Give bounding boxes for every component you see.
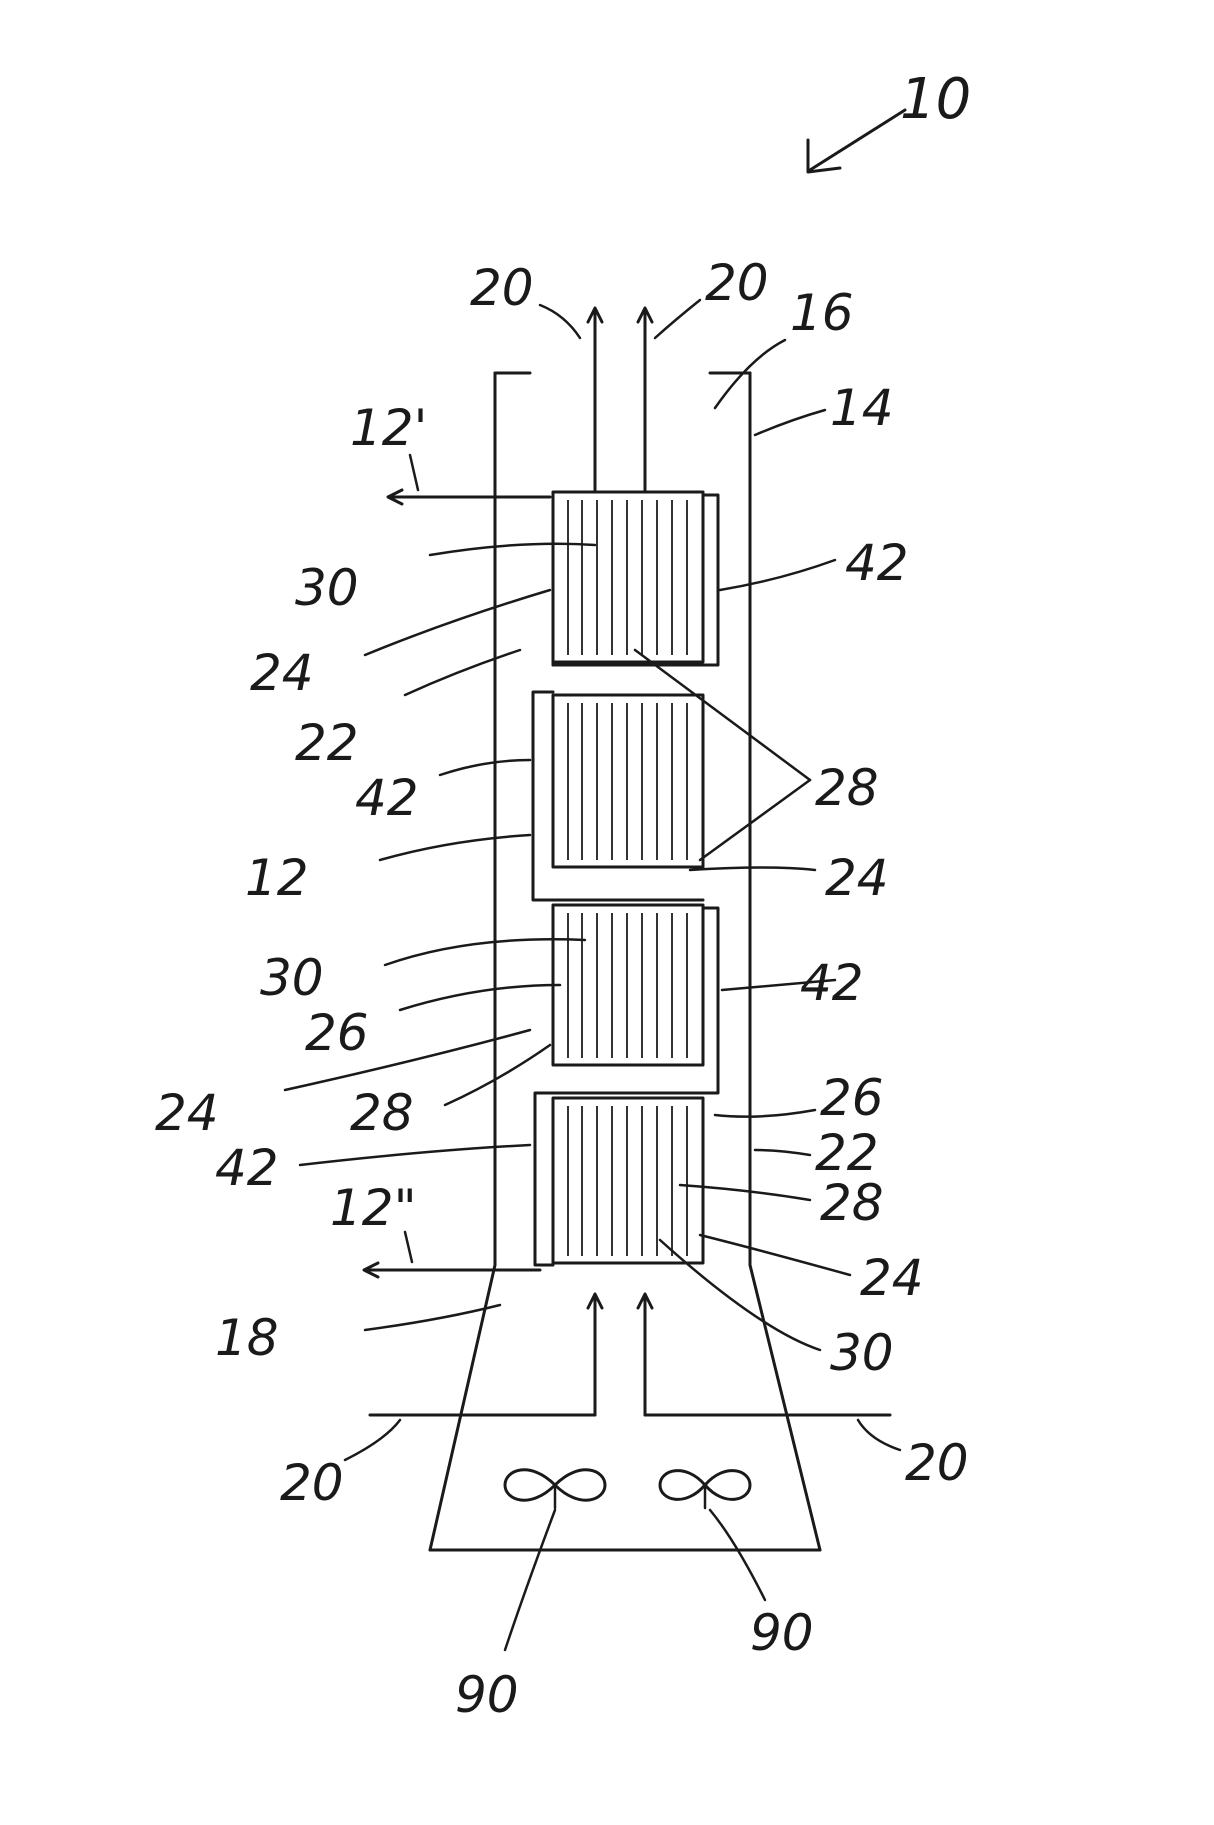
fan-left-90: [505, 1470, 605, 1508]
label-42-b: 42: [355, 769, 419, 827]
label-20-bottom-right: 20: [905, 1434, 969, 1492]
label-20-top-left: 20: [470, 259, 534, 317]
label-12-double-prime: 12": [330, 1179, 417, 1237]
reference-arrow-10: [808, 110, 905, 172]
label-24-c: 24: [155, 1084, 219, 1142]
label-16: 16: [790, 284, 854, 342]
label-20-top-right: 20: [705, 254, 769, 312]
flow-channel-20: [370, 308, 890, 1415]
label-90-left: 90: [455, 1666, 519, 1724]
label-26-a: 26: [305, 1004, 369, 1062]
label-90-right: 90: [750, 1604, 814, 1662]
fan-right-90: [660, 1471, 750, 1508]
label-12: 12: [245, 849, 309, 907]
exchanger-block-1: [553, 492, 718, 665]
label-42-c: 42: [800, 954, 864, 1012]
label-22-a: 22: [295, 714, 359, 772]
exchanger-block-3: [553, 905, 718, 1093]
label-24-d: 24: [860, 1249, 924, 1307]
section-marker-12-double-prime: [364, 1232, 540, 1277]
label-26-b: 26: [820, 1069, 884, 1127]
label-28-c: 28: [820, 1174, 884, 1232]
label-30-b: 30: [260, 949, 324, 1007]
label-42-a: 42: [845, 534, 909, 592]
label-14: 14: [830, 379, 894, 437]
label-28-a: 28: [815, 759, 879, 817]
section-marker-12-prime: [388, 455, 550, 504]
label-42-d: 42: [215, 1139, 279, 1197]
label-30-c: 30: [830, 1324, 894, 1382]
label-18: 18: [215, 1309, 279, 1367]
label-30-a: 30: [295, 559, 359, 617]
exchanger-block-4: [535, 1093, 703, 1265]
label-10: 10: [900, 67, 971, 132]
label-20-bottom-left: 20: [280, 1454, 344, 1512]
reference-labels: 10 20 20 16 14 12' 30 42 24 22 42 28 12 …: [155, 67, 971, 1724]
exchanger-block-2: [533, 692, 703, 900]
label-12-prime: 12': [350, 399, 427, 457]
label-24-a: 24: [250, 644, 314, 702]
label-28-b: 28: [350, 1084, 414, 1142]
label-24-b: 24: [825, 849, 889, 907]
